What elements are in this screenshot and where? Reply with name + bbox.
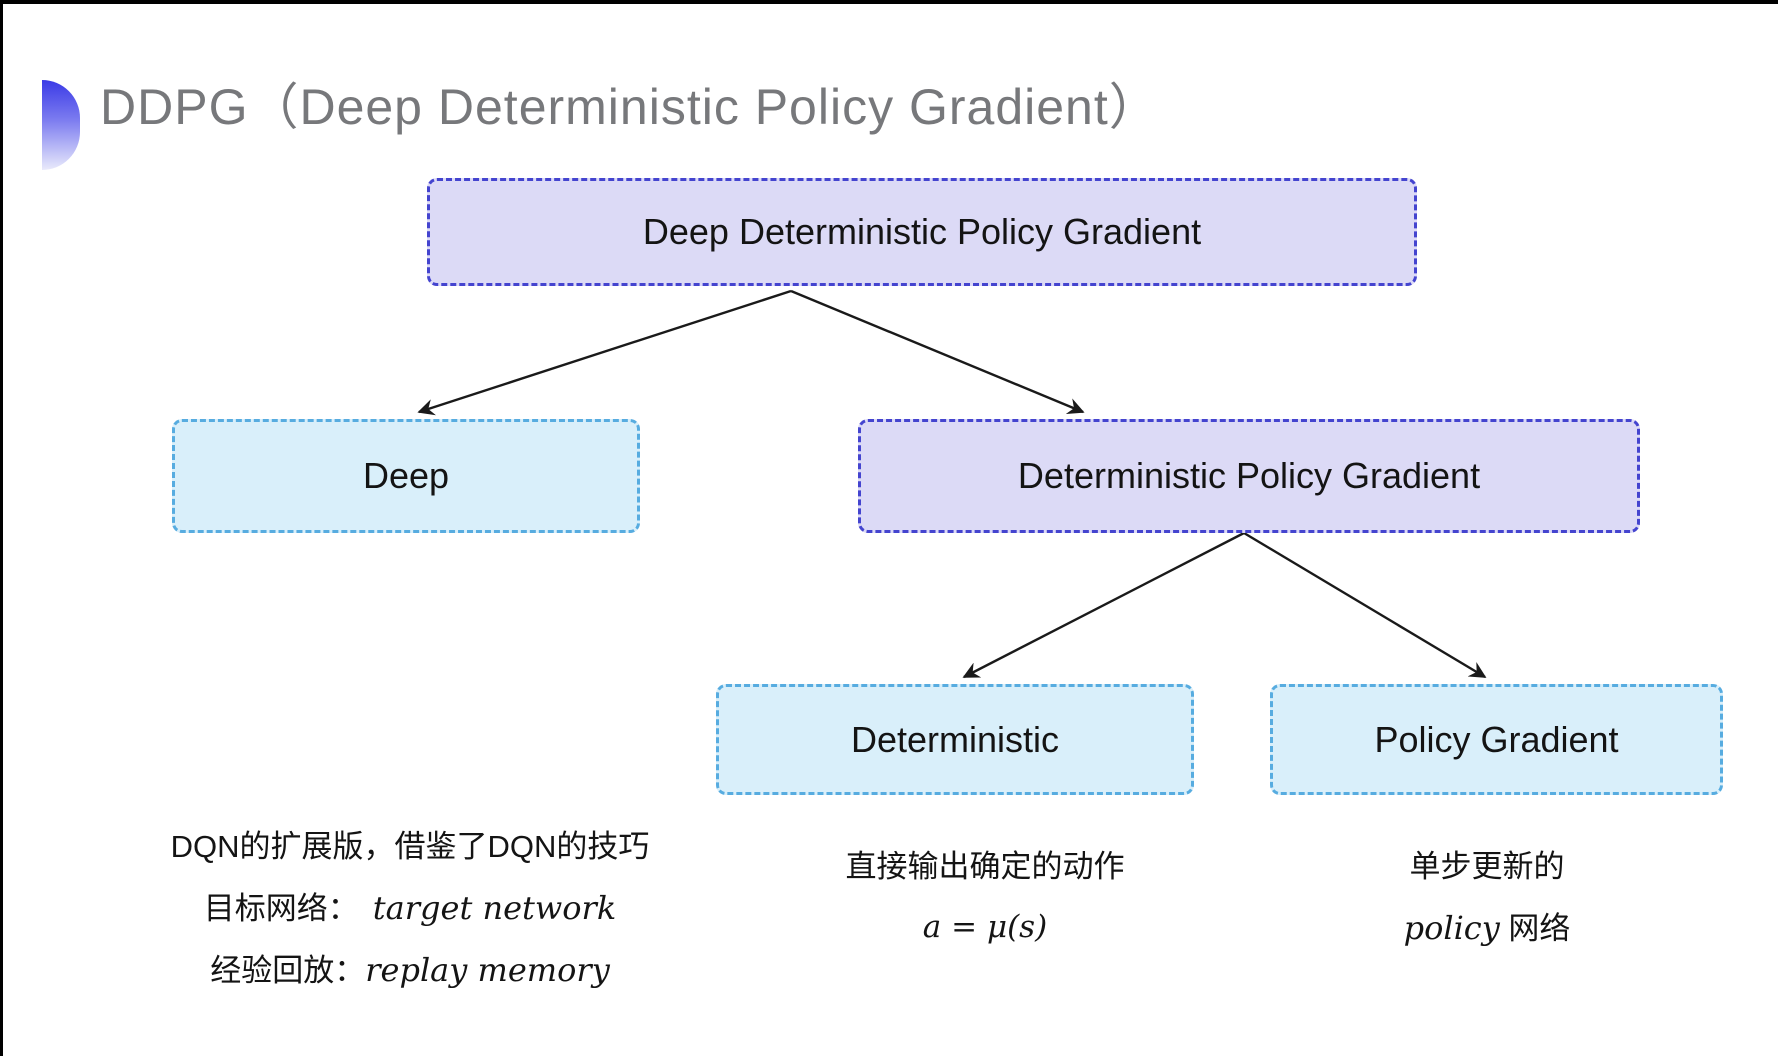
- term-policy: policy: [1403, 908, 1500, 947]
- page-title: DDPG（Deep Deterministic Policy Gradient）: [100, 79, 1160, 135]
- term-replay-memory: replay memory: [365, 950, 610, 989]
- node-deep: Deep: [172, 419, 640, 533]
- node-label: Deterministic: [850, 718, 1060, 760]
- node-label: Deep: [362, 455, 450, 496]
- title-row: DDPG（Deep Deterministic Policy Gradient）: [42, 76, 1160, 170]
- node-deterministic: Deterministic: [716, 684, 1194, 795]
- left-edge-line: [0, 0, 3, 1056]
- note-line-single-step: 单步更新的: [1409, 849, 1565, 884]
- arrow-root-to-deep: [417, 289, 792, 416]
- arrow-dpg-to-policy-gradient: [1243, 531, 1487, 679]
- note-deep: DQN的扩展版，借鉴了DQN的技巧 目标网络：target network 经验…: [118, 826, 702, 1009]
- node-label: Deep Deterministic Policy Gradient: [642, 211, 1202, 252]
- top-edge-line: [0, 0, 1778, 4]
- note-line-target-network: 目标网络：target network: [203, 888, 617, 927]
- note-line-replay-memory: 经验回放：replay memory: [210, 950, 610, 989]
- node-root-ddpg: Deep Deterministic Policy Gradient: [427, 178, 1417, 286]
- note-line-action: 直接输出确定的动作: [845, 849, 1125, 884]
- arrow-root-to-dpg: [790, 289, 1085, 414]
- note-line-dqn: DQN的扩展版，借鉴了DQN的技巧: [170, 829, 650, 864]
- note-policy-gradient: 单步更新的 policy 网络: [1207, 846, 1767, 968]
- term-target-network: target network: [372, 888, 617, 927]
- formula-a-mu-s: a = μ(s): [922, 908, 1048, 945]
- note-line-policy-network: policy 网络: [1403, 908, 1571, 947]
- arrow-dpg-to-deterministic: [962, 531, 1245, 679]
- bullet-half-circle-icon: [42, 80, 80, 170]
- node-label: Policy Gradient: [1374, 718, 1619, 760]
- node-policy-gradient: Policy Gradient: [1270, 684, 1723, 795]
- node-deterministic-policy-gradient: Deterministic Policy Gradient: [858, 419, 1640, 533]
- node-label: Deterministic Policy Gradient: [1017, 455, 1481, 496]
- note-deterministic: 直接输出确定的动作 a = μ(s): [705, 846, 1265, 966]
